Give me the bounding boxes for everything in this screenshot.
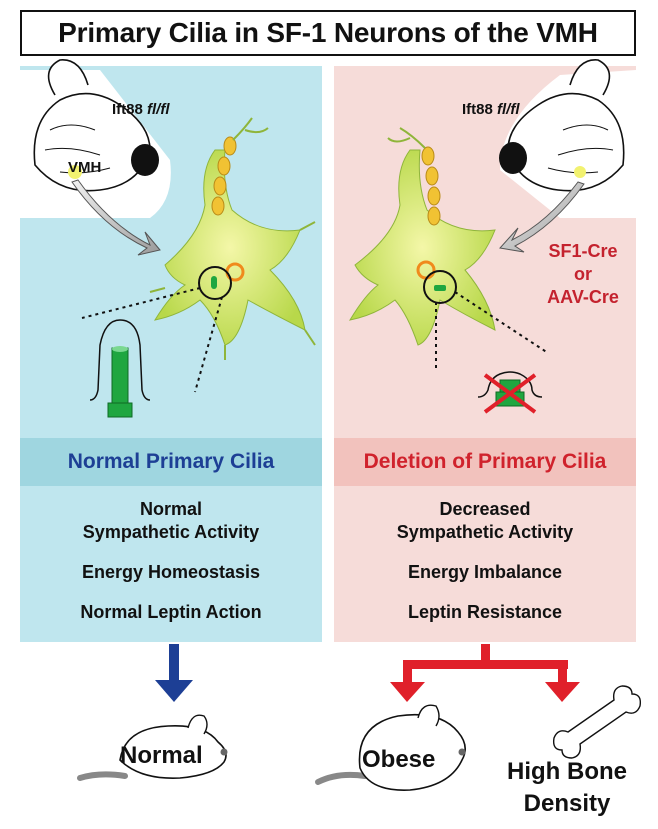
cilium-icon bbox=[477, 371, 543, 414]
left-effect-leptin: Normal Leptin Action bbox=[80, 602, 262, 622]
neuron-icon bbox=[149, 117, 316, 360]
cilium-icon bbox=[89, 319, 151, 418]
high-bone-density-label: High Bone Density bbox=[507, 758, 627, 817]
obese-outcome-label: Obese bbox=[362, 746, 436, 773]
left-effect-sympathetic: Normal Sympathetic Activity bbox=[82, 499, 260, 542]
right-panel: Deletion of Primary Cilia Decreased Symp… bbox=[334, 66, 636, 642]
figure-title: Primary Cilia in SF-1 Neurons of the VMH bbox=[20, 10, 636, 56]
mouse-icon bbox=[77, 714, 228, 781]
neuron-icon bbox=[348, 127, 496, 346]
right-gray-arrow bbox=[499, 181, 585, 253]
left-gray-arrow bbox=[71, 179, 161, 256]
cre-label: SF1-Cre or AAV-Cre bbox=[547, 241, 619, 307]
mouse-brain-icon bbox=[499, 59, 636, 218]
mouse-brain-icon bbox=[20, 59, 171, 218]
normal-outcome-label: Normal bbox=[120, 742, 203, 769]
vmh-label: VMH bbox=[68, 159, 102, 176]
mouse-icon bbox=[315, 704, 466, 791]
left-effects: Normal Sympathetic Activity Energy Homeo… bbox=[20, 498, 322, 641]
right-effects: Decreased Sympathetic Activity Energy Im… bbox=[334, 498, 636, 641]
right-genotype-label: Ift88 fl/fl bbox=[462, 101, 520, 118]
blue-down-arrow bbox=[155, 644, 193, 702]
right-effect-sympathetic: Decreased Sympathetic Activity bbox=[396, 499, 574, 542]
red-branch-arrow bbox=[390, 644, 580, 702]
left-genotype-label: Ift88 fl/fl bbox=[112, 101, 170, 118]
right-effect-leptin: Leptin Resistance bbox=[407, 602, 563, 622]
right-band-heading: Deletion of Primary Cilia bbox=[334, 438, 636, 486]
left-effect-energy: Energy Homeostasis bbox=[81, 562, 261, 582]
bone-icon bbox=[552, 685, 642, 759]
right-effect-energy: Energy Imbalance bbox=[407, 562, 563, 582]
left-band-heading: Normal Primary Cilia bbox=[20, 438, 322, 486]
